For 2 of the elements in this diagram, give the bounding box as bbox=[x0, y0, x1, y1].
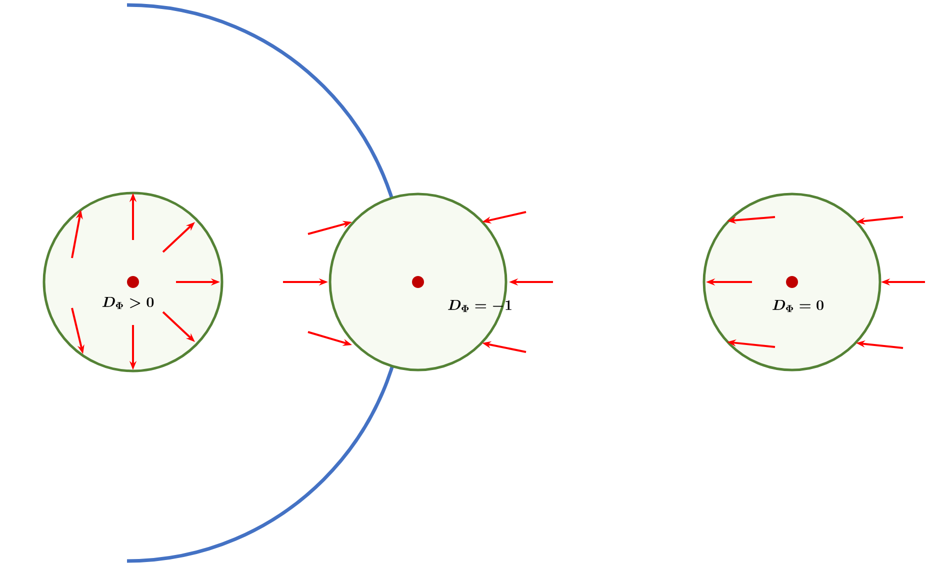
formula-label: $D_{\Phi} > 0$ bbox=[102, 296, 154, 310]
formula-label: $D_{\Phi} = 0$ bbox=[772, 300, 824, 312]
